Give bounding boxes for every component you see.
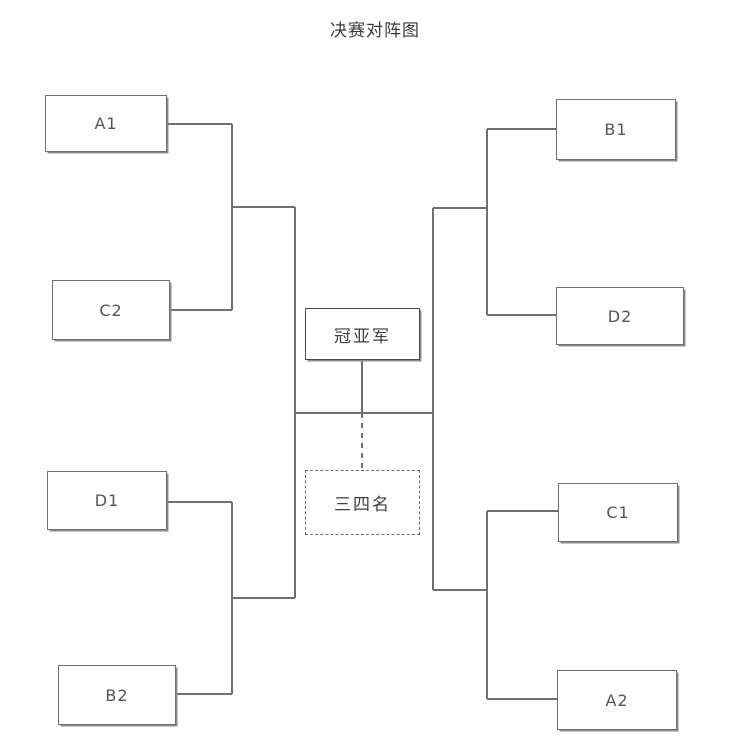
slot-label: A1 [94, 114, 118, 133]
slot-label: D1 [94, 491, 120, 510]
slot-label: A2 [605, 690, 629, 710]
bracket-slot-d1[interactable]: D1 [47, 471, 167, 530]
bracket-slot-b2[interactable]: B2 [58, 665, 176, 725]
bracket-slot-a1[interactable]: A1 [45, 95, 167, 152]
bracket-slot-b1[interactable]: B1 [556, 99, 676, 160]
third-place-match-box[interactable]: 三四名 [305, 470, 420, 535]
bracket-slot-c2[interactable]: C2 [52, 280, 170, 340]
bracket-slot-a2[interactable]: A2 [557, 670, 677, 730]
bracket-slot-c1[interactable]: C1 [558, 483, 678, 542]
slot-label: C1 [606, 503, 630, 522]
final-match-label: 冠亚军 [334, 326, 391, 347]
slot-label: B2 [105, 685, 129, 705]
final-match-box[interactable]: 冠亚军 [305, 308, 420, 360]
bracket-slot-d2[interactable]: D2 [556, 287, 684, 345]
slot-label: C2 [99, 300, 123, 320]
third-place-match-label: 三四名 [334, 495, 391, 515]
slot-label: D2 [607, 306, 633, 326]
page-title: 决赛对阵图 [330, 21, 420, 41]
slot-label: B1 [604, 120, 628, 139]
